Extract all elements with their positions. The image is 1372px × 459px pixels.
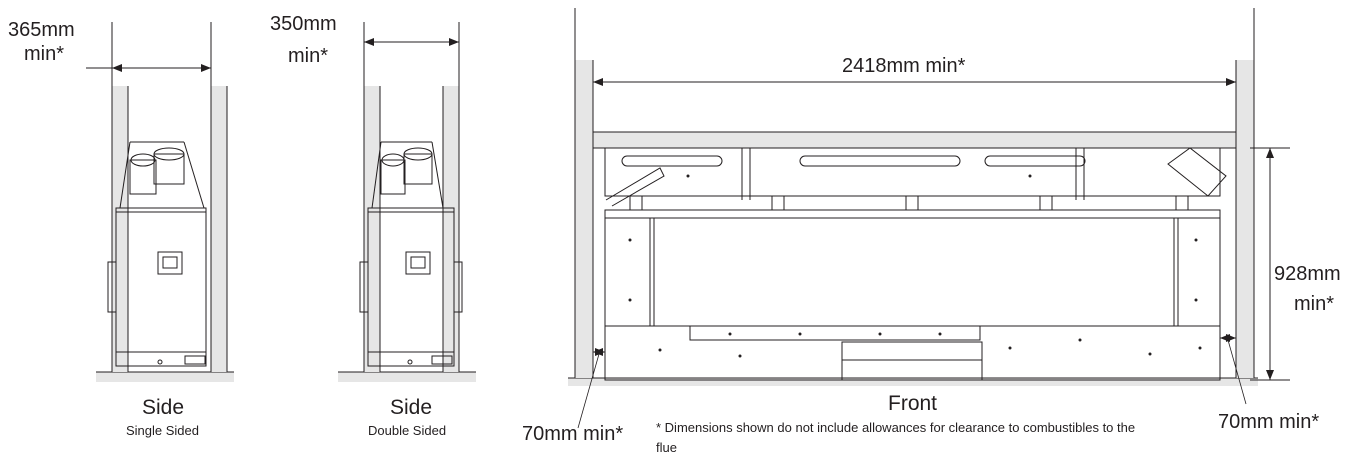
front-right-gap: 70mm min* [1218, 411, 1320, 433]
single-side-width-value: 365mm [8, 19, 75, 41]
front-width-dimension: 2418mm min* [842, 55, 966, 77]
front-title: Front [888, 392, 938, 415]
side-single-view [86, 22, 234, 382]
front-view [568, 8, 1290, 429]
double-side-width-value: 350mm [270, 13, 337, 35]
single-side-subtitle: Single Sided [126, 423, 199, 438]
front-height-min: min* [1294, 293, 1335, 315]
single-side-title: Side [142, 396, 185, 419]
front-height-value: 928mm [1274, 263, 1341, 285]
double-side-title: Side [390, 396, 433, 419]
front-left-gap: 70mm min* [522, 423, 624, 445]
double-side-subtitle: Double Sided [368, 423, 447, 438]
single-side-width-min: min* [24, 43, 65, 65]
side-double-view [338, 22, 476, 382]
double-side-width-min: min* [288, 45, 329, 67]
footnote: * Dimensions shown do not include allowa… [656, 420, 1136, 455]
